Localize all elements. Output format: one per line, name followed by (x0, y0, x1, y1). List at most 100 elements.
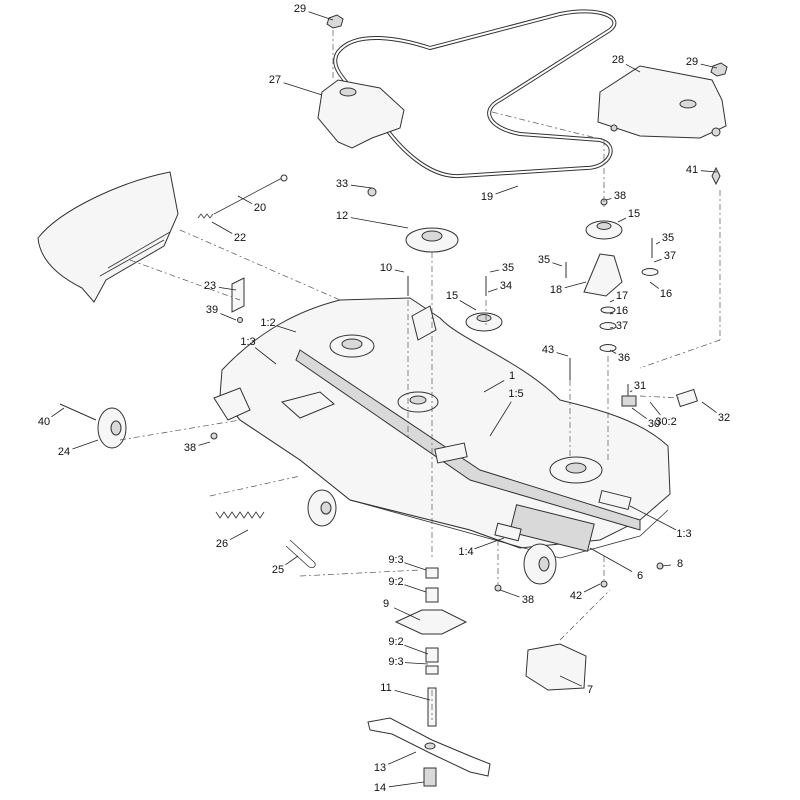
callout-leader (499, 589, 520, 598)
callout-leader (583, 583, 601, 593)
callout-label: 7 (587, 684, 593, 696)
callout-label: 1:4 (458, 546, 473, 558)
callout-label: 36 (618, 352, 630, 364)
idler-pulley-15-right (585, 220, 623, 240)
callout-label: 22 (234, 232, 246, 244)
callout-leader (474, 537, 505, 550)
callout-label: 34 (500, 280, 512, 292)
callout: 40 (38, 407, 65, 428)
callout-leader (653, 258, 662, 263)
callout-leader (661, 564, 672, 567)
callout: 16 (609, 305, 628, 317)
callout-leader (283, 82, 323, 96)
callout-leader (254, 347, 277, 365)
callout-leader (609, 299, 615, 303)
callout-leader (556, 352, 569, 357)
nut-right (710, 62, 728, 77)
callout-label: 9 (383, 598, 389, 610)
callout-leader (220, 313, 237, 321)
callout-leader (701, 401, 717, 414)
callout: 17 (609, 290, 628, 303)
callout: 42 (570, 583, 601, 602)
callout-label: 24 (58, 446, 70, 458)
callout: 14 (374, 781, 425, 794)
callout-leader (489, 269, 500, 273)
callout: 1:3 (240, 336, 277, 365)
discharge-chute (37, 171, 179, 303)
callout-label: 37 (616, 320, 628, 332)
callout: 16 (649, 281, 672, 300)
callout: 43 (542, 344, 569, 357)
callout: 23 (204, 280, 237, 292)
callout-leader (589, 547, 633, 572)
callout: 11 (380, 682, 431, 701)
callout: 9:2 (388, 576, 427, 593)
callout-leader (285, 555, 299, 566)
callout: 19 (481, 185, 519, 203)
callout-leader (629, 505, 677, 531)
callout: 13 (374, 751, 417, 774)
callout: 37 (609, 320, 628, 332)
callout-label: 26 (216, 538, 228, 550)
callout-label: 39 (206, 304, 218, 316)
callout-label: 25 (272, 564, 284, 576)
callout-label: 14 (374, 782, 386, 794)
callout-label: 23 (204, 280, 216, 292)
callout: 28 (612, 54, 641, 73)
callout: 9:3 (388, 656, 429, 668)
callout: 24 (58, 439, 99, 458)
callout: 10 (380, 262, 405, 274)
callout-label: 16 (616, 305, 628, 317)
callout: 35 (655, 232, 674, 245)
callout-leader (394, 690, 431, 701)
deck-wheel-left (97, 407, 127, 449)
callout-leader (655, 241, 661, 245)
callout: 38 (499, 589, 534, 606)
callout-label: 35 (502, 262, 514, 274)
deck-wheel-right (523, 543, 557, 585)
mower-blade (367, 717, 491, 777)
callout-leader (489, 401, 512, 437)
callout-leader (404, 662, 429, 665)
mower-deck (219, 297, 671, 559)
callout-label: 41 (686, 164, 698, 176)
callout-label: 33 (336, 178, 348, 190)
callout-label: 35 (538, 254, 550, 266)
callout-label: 30 (648, 418, 660, 430)
callout-label: 28 (612, 54, 624, 66)
callout-leader (495, 185, 519, 195)
tensioner-assembly (621, 388, 699, 408)
callout-leader (559, 675, 582, 687)
callout-leader (308, 11, 334, 21)
callout: 15 (617, 208, 640, 223)
callout-leader (609, 312, 614, 315)
callout-label: 10 (380, 262, 392, 274)
callout-label: 29 (294, 3, 306, 15)
callout: 33 (336, 178, 373, 190)
callout: 25 (272, 555, 299, 576)
callout: 1 (483, 370, 515, 393)
callout-label: 8 (677, 558, 683, 570)
bolts (210, 166, 721, 592)
callout: 1:3 (629, 505, 692, 540)
callout-label: 30:2 (655, 416, 676, 428)
callout-label: 9:2 (388, 636, 403, 648)
callout: 32 (701, 401, 730, 424)
callout-label: 9:2 (388, 576, 403, 588)
callout-label: 38 (184, 442, 196, 454)
callout-label: 1:2 (260, 317, 275, 329)
callout-leader (564, 281, 587, 289)
callout: 26 (216, 529, 249, 550)
callout: 1:2 (260, 317, 297, 333)
callout-label: 37 (664, 250, 676, 262)
callout-leader (700, 170, 718, 173)
callout-leader (211, 221, 233, 234)
callout: 1:4 (458, 537, 505, 558)
callout-label: 1:3 (240, 336, 255, 348)
callout-label: 11 (380, 682, 391, 694)
callout-leader (552, 262, 563, 267)
callout: 7 (559, 675, 593, 696)
callout-leader (605, 198, 612, 201)
callout-leader (276, 325, 297, 333)
